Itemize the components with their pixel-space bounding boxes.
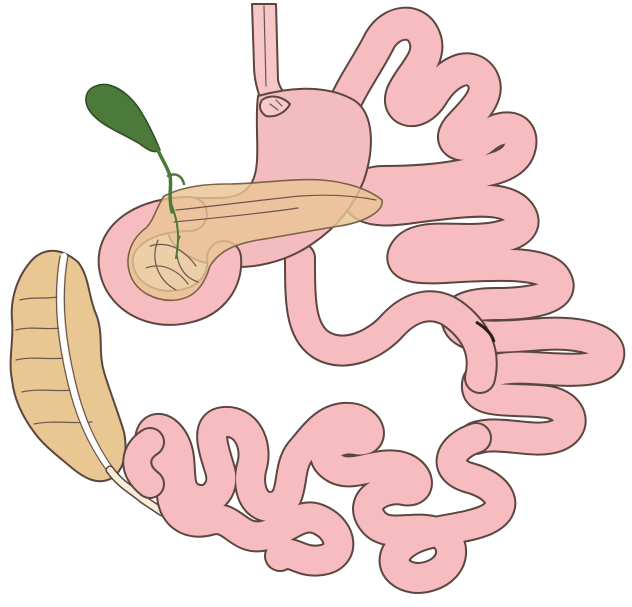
pancreas-icon	[128, 180, 382, 301]
